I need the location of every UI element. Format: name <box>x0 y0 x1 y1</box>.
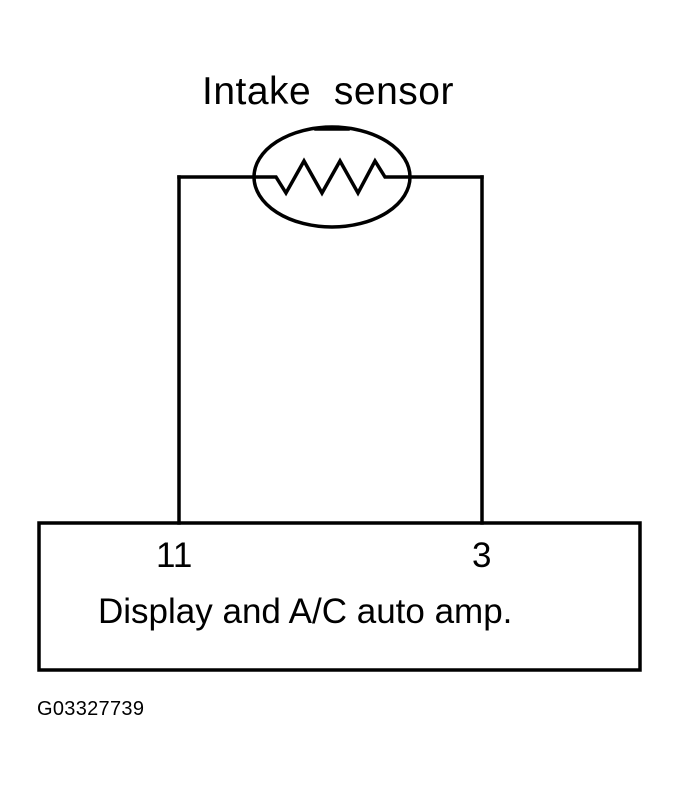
amplifier-label: Display and A/C auto amp. <box>98 592 513 631</box>
amplifier-box <box>37 521 642 672</box>
figure-id: G03327739 <box>37 698 145 720</box>
pin-label-3: 3 <box>472 536 492 575</box>
pin-label-11: 11 <box>156 536 193 575</box>
thermistor-resistor-symbol <box>177 157 484 197</box>
sensor-title: Intake sensor <box>202 70 454 113</box>
